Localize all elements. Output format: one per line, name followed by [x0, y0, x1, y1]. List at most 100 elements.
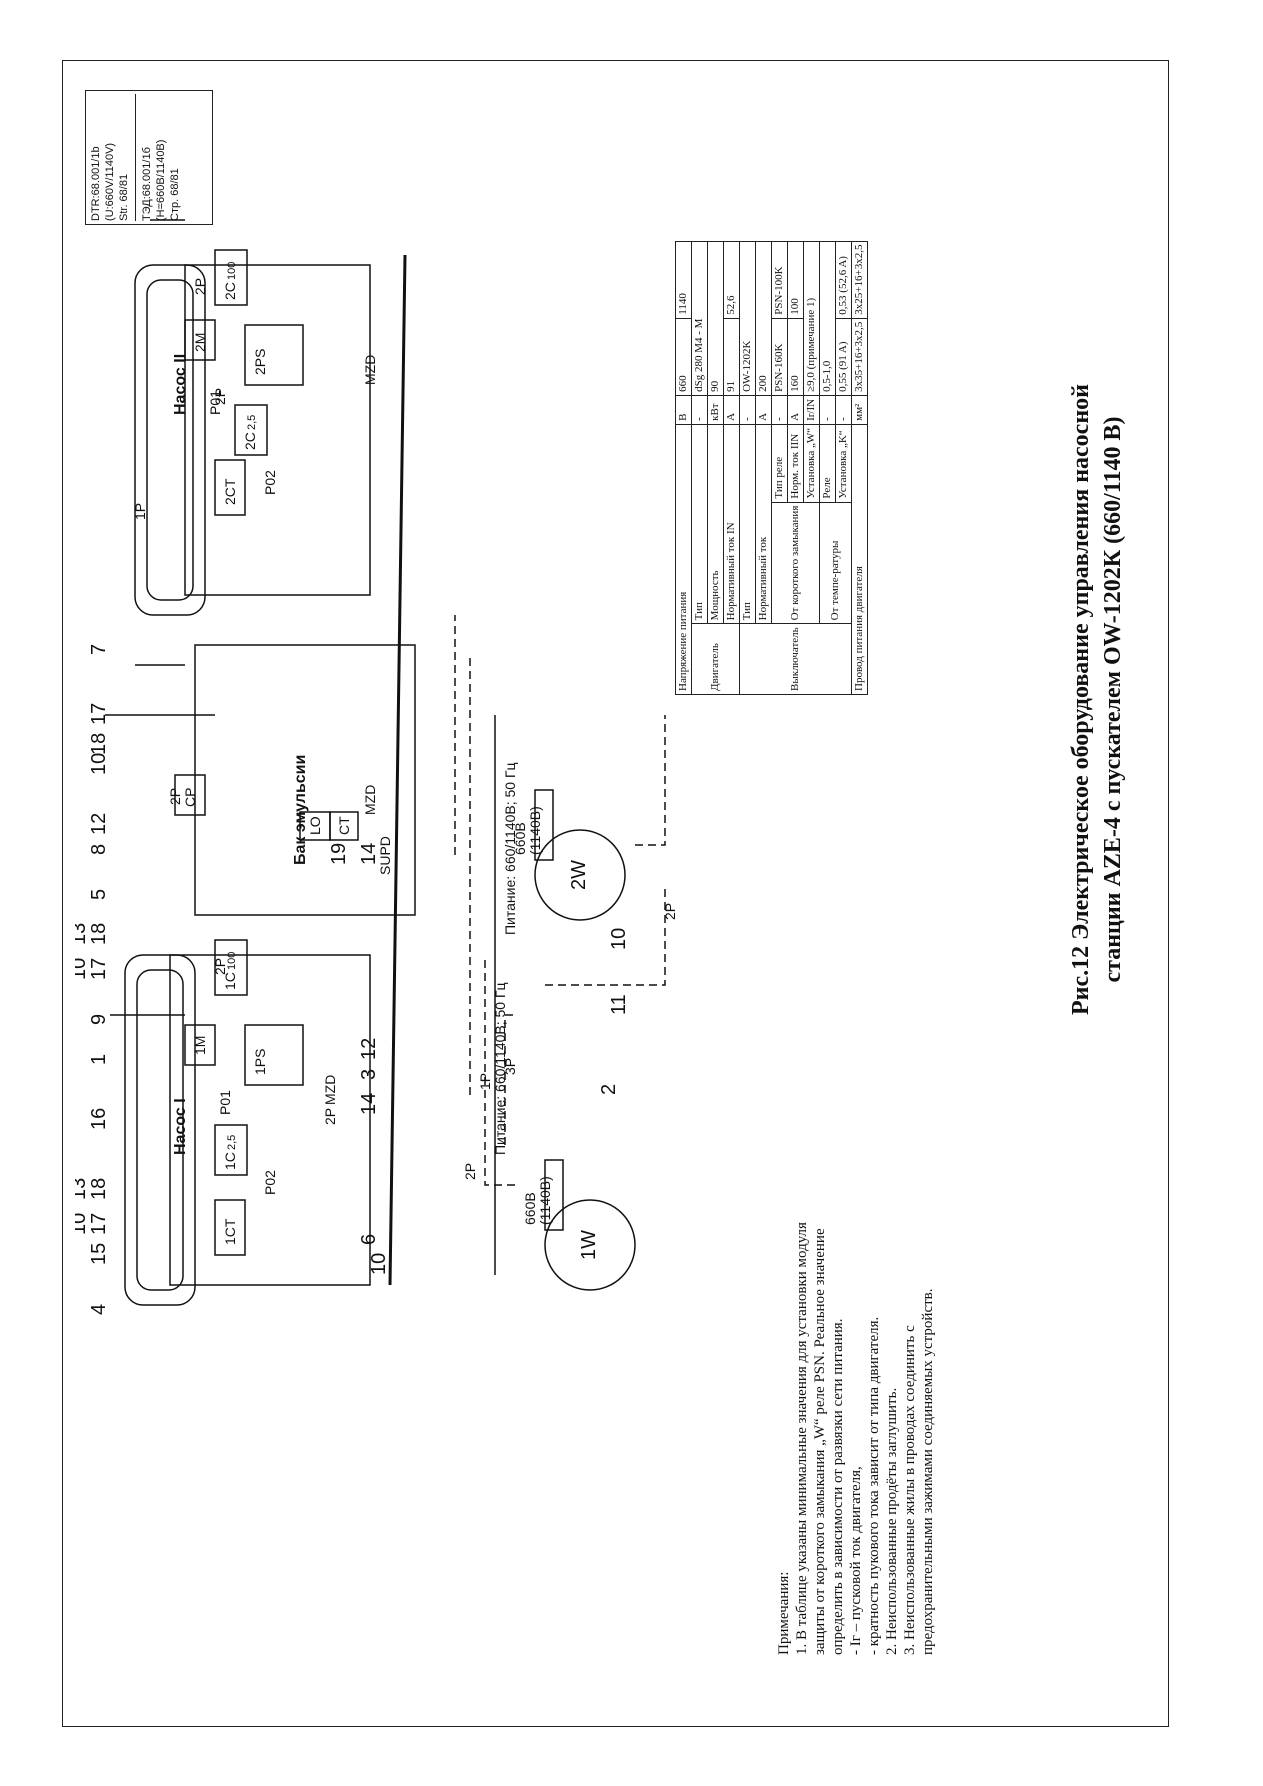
c2-25-label: 2C: [242, 432, 258, 450]
wire-2p-label-2: 2P: [322, 1108, 338, 1125]
ref-15: 15: [88, 1243, 110, 1265]
cell-k-660: 0,55 (91 A): [835, 318, 852, 396]
c1-100-box: [214, 939, 248, 996]
cell-dash-5: -: [835, 395, 852, 425]
cell-rated-current: Нормативный ток IN: [723, 424, 740, 624]
notes-line-4: - Iг – пусковой ток двигателя,: [848, 1466, 864, 1655]
ct1-label: 1CT: [222, 1218, 238, 1245]
ref-10e: 10: [608, 928, 630, 950]
cell-col-660: 660: [675, 318, 692, 396]
p02-label-1: P02: [262, 1170, 278, 1195]
ct-tank-box: [329, 811, 359, 841]
cell-relay-660: PSN-160K: [771, 318, 788, 396]
supd-label: SUPD: [377, 836, 393, 875]
terminal-2w: [534, 789, 554, 861]
page-frame: [62, 60, 1169, 1727]
ref-7: 7: [88, 644, 110, 655]
ref-14b: 14: [358, 843, 380, 865]
cell-motor-type: dSg 280 M4 - M: [691, 241, 708, 396]
cell-norm-current: Норм. ток IIN: [787, 424, 804, 503]
cell-rated-660: 91: [723, 318, 740, 396]
ref-17c: 17: [88, 703, 110, 725]
m1-box: [184, 1024, 216, 1066]
ct1-box: [214, 1199, 246, 1256]
caption-line-2: станции AZE-4 с пускателем OW-1202К (660…: [1100, 416, 1126, 983]
spec-table-wrap: Напряжение питания В 660 1140 Двигатель …: [675, 241, 868, 695]
tank-frame: [194, 644, 416, 916]
ref-16: 16: [88, 1108, 110, 1130]
wire-2p-label-7: 2P: [192, 278, 208, 295]
ref-2: 2: [598, 1084, 620, 1095]
pump1-housing: [169, 954, 371, 1286]
cell-relay-1140: PSN-100K: [771, 241, 788, 319]
notes-line-8: предохранительными зажимами соединяемых …: [920, 1288, 936, 1656]
figure-caption: Рис.12 Электрическое оборудование управл…: [1065, 384, 1129, 1015]
cell-dash-2: -: [739, 395, 756, 425]
cell-k-1140: 0,53 (52,6 A): [835, 241, 852, 319]
cell-unit-a-1: А: [723, 395, 740, 425]
cell-cable-1140: 3x25+16+3x2,5: [851, 241, 868, 319]
c2-25-value: 2,5: [246, 415, 258, 430]
cell-unit-a-2: А: [755, 395, 772, 425]
ref-6: 6: [358, 1234, 380, 1245]
pump2-label: Насос II: [172, 354, 189, 415]
cell-dash-4: -: [819, 395, 836, 425]
m2-box: [184, 319, 216, 361]
cell-switch-rated: Нормативный ток: [755, 424, 772, 624]
cell-thermal: От темпе-ратуры: [819, 502, 852, 624]
ps1-label: 1PS: [252, 1049, 268, 1075]
c1-100-value: 100: [226, 952, 238, 970]
ref-19: 19: [328, 843, 350, 865]
ref-10d: 10: [368, 1253, 390, 1275]
ct-tank-label: CT: [336, 816, 352, 835]
motor-2w: [534, 829, 626, 921]
cell-norm-660: 160: [787, 318, 804, 396]
w1-label: 1W: [578, 1230, 600, 1260]
cell-power: Мощность: [707, 424, 724, 624]
cell-short-circuit: От короткого замыкания: [771, 502, 820, 624]
cell-switch: Выключатель: [739, 623, 852, 695]
wire-1p-label-1: 1P: [477, 1073, 493, 1090]
power-label-2: Питание: 660/1140В; 50 Гц: [502, 762, 518, 935]
wire-2p-3: [635, 715, 666, 846]
pump1-label: Насос I: [172, 1098, 189, 1155]
v1140-2: (1140В): [527, 806, 543, 855]
motor-1w: [544, 1199, 636, 1291]
c1-100-label: 1C: [222, 972, 238, 990]
wire-2p-label-5: 2P: [167, 788, 183, 805]
spec-table: Напряжение питания В 660 1140 Двигатель …: [675, 241, 868, 695]
cell-norm-1140: 100: [787, 241, 804, 319]
notes-line-2: защиты от короткого замыкания „W“ реле P…: [812, 1228, 828, 1655]
ref-1: 1: [88, 1054, 110, 1065]
cell-cable: Провод питания двигателя: [851, 424, 868, 695]
wire-2p-label-4: 2P: [662, 903, 678, 920]
cell-switch-rated-val: 200: [755, 241, 772, 396]
ref-17b: 17: [88, 958, 110, 980]
cell-setting-k: Установка „K“: [835, 424, 852, 503]
ref-12a: 12: [88, 813, 110, 835]
tank-label: Бак эмульсии: [292, 755, 309, 865]
mzd-label-2: MZD: [362, 785, 378, 815]
cell-setting-w-val: ≥9,0 (примечание 1): [803, 241, 820, 396]
cell-unit-a-3: А: [787, 395, 804, 425]
pump1-inner: [136, 969, 184, 1291]
ref-18b: 18: [88, 923, 110, 945]
rotated-sheet: DTR:68.001/1b (U:660V/1140V) Str. 68/81 …: [75, 75, 1160, 1715]
lo-label: LO: [307, 816, 323, 835]
cell-unit-v: В: [675, 395, 692, 425]
ref-9: 9: [88, 1014, 110, 1025]
ref-10b: 10: [75, 958, 90, 980]
ps2-box: [244, 324, 304, 386]
ref-10c: 10: [88, 753, 110, 775]
cell-dash-1: -: [691, 395, 708, 425]
wire-3p-label: 3P: [502, 1058, 518, 1075]
notes-block-main: Примечания: 1. В таблице указаны минимал…: [775, 1215, 937, 1655]
cell-type: Тип: [691, 424, 708, 624]
cell-dash-3: -: [771, 395, 788, 425]
pump2-housing: [184, 264, 371, 596]
cell-unit-kw: кВт: [707, 395, 724, 425]
ct2-label: 2CT: [222, 478, 238, 505]
mzd-label-1: MZD: [322, 1075, 338, 1105]
notes-heading: Примечания:: [776, 1571, 792, 1655]
ref-14a: 14: [358, 1093, 380, 1115]
